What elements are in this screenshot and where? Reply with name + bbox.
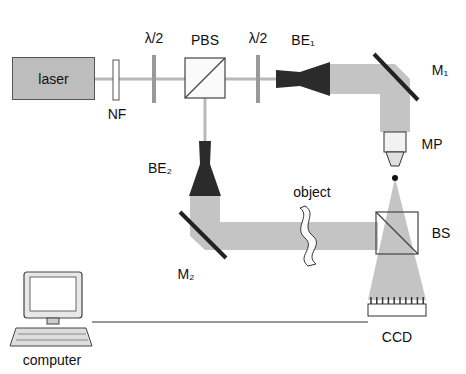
splitter-label: BS [432, 226, 451, 240]
laser-box: laser [12, 57, 95, 100]
expander-label: BE₁ [291, 33, 314, 47]
mirror-label: M₂ [177, 267, 194, 281]
ccd-label: CCD [382, 330, 412, 344]
mirror-label: M₁ [432, 63, 448, 77]
filter-label: NF [108, 107, 127, 121]
object-label: object [293, 185, 330, 199]
expander-label: BE₂ [148, 161, 172, 175]
node-label: laser [38, 71, 68, 87]
plate-label: λ/2 [145, 31, 164, 45]
plate-label: λ/2 [249, 31, 268, 45]
objective-label: MP [422, 137, 443, 151]
splitter-label: PBS [191, 33, 219, 47]
computer-label: computer [23, 353, 81, 367]
